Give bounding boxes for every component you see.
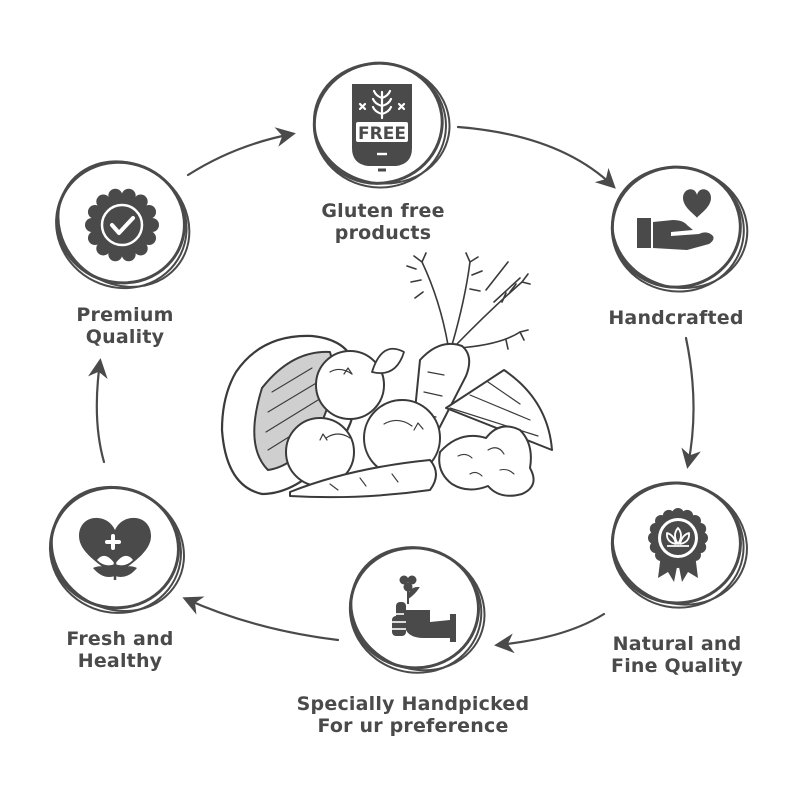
fruit-vegetable-sketch: [220, 252, 553, 499]
arrow-handpicked-to-fresh: [182, 596, 340, 642]
scribble-stroke: [611, 481, 748, 606]
free-badge-text: FREE: [358, 124, 406, 144]
badge-scallop: [121, 247, 136, 262]
badge-scallop: [87, 231, 102, 246]
node-ring-premium-quality: [55, 160, 191, 290]
node-ring-handpicked: [348, 546, 486, 674]
label-line: Gluten free: [321, 200, 445, 222]
badge-scallop: [648, 532, 660, 544]
label-line: Natural and: [612, 633, 742, 655]
badge-scallop: [133, 241, 148, 256]
quality-check-badge-icon: [85, 188, 159, 262]
heart-leaf-plus-icon: [79, 517, 151, 580]
label-line: Premium: [76, 304, 174, 326]
scribble-stroke: [611, 165, 749, 290]
node-label-premium-quality: Premium Quality: [35, 304, 215, 348]
node-label-gluten-free: Gluten free products: [283, 200, 483, 244]
arrow-fresh-to-premium: [88, 358, 108, 464]
label-line: Specially Handpicked: [296, 693, 530, 715]
scribble-stroke: [350, 546, 486, 672]
cycle-arrows: [88, 125, 701, 654]
badge-scallop: [108, 188, 123, 203]
badge-scallop: [672, 556, 684, 568]
badge-scallop: [696, 532, 708, 544]
gluten-free-badge-icon: FREE: [352, 84, 412, 172]
label-line: For ur preference: [317, 715, 509, 737]
node-label-natural-fine-quality: Natural and Fine Quality: [577, 633, 777, 677]
arrow-premium-to-gluten: [186, 127, 296, 177]
badge-scallop: [133, 194, 148, 209]
badge-scallop: [142, 231, 157, 246]
scribble-stroke: [57, 160, 191, 288]
badge-scallop: [694, 522, 707, 535]
badge-scallop: [108, 247, 123, 262]
node-ring-handcrafted: [610, 165, 749, 293]
arrow-natural-to-handpicked: [494, 612, 606, 654]
node-ring-natural-fine-quality: [610, 481, 748, 609]
label-line: Fine Quality: [611, 655, 743, 677]
badge-scallop: [672, 508, 684, 520]
arrow-gluten-to-handcrafted: [456, 125, 616, 189]
label-line: Quality: [85, 326, 165, 348]
scribble-stroke: [50, 485, 185, 613]
node-rings: [48, 61, 749, 674]
label-line: Handcrafted: [608, 307, 744, 329]
label-line: Healthy: [77, 650, 163, 672]
badge-scallop: [662, 509, 675, 522]
badge-scallop: [142, 204, 157, 219]
badge-scallop: [96, 241, 111, 256]
node-label-fresh-healthy: Fresh and Healthy: [30, 628, 210, 672]
badge-scallop: [96, 194, 111, 209]
heart-in-hand-icon: [637, 189, 714, 250]
label-line: Fresh and: [66, 628, 174, 650]
scribble-stroke: [312, 62, 451, 185]
badge-scallop: [121, 188, 136, 203]
label-line: products: [334, 222, 432, 244]
badge-scallop: [87, 204, 102, 219]
badge-scallop: [145, 218, 159, 232]
badge-scallop: [649, 541, 662, 554]
arrow-handcrafted-to-natural: [681, 336, 701, 469]
node-ring-gluten-free: [312, 61, 451, 189]
badge-scallop: [85, 218, 99, 232]
award-rosette-icon: [648, 508, 708, 582]
hand-picking-flower-icon: [392, 575, 456, 642]
node-label-handpicked: Specially Handpicked For ur preference: [283, 693, 543, 737]
node-ring-fresh-healthy: [48, 485, 185, 614]
badge-scallop: [681, 554, 694, 567]
node-label-handcrafted: Handcrafted: [576, 307, 776, 329]
